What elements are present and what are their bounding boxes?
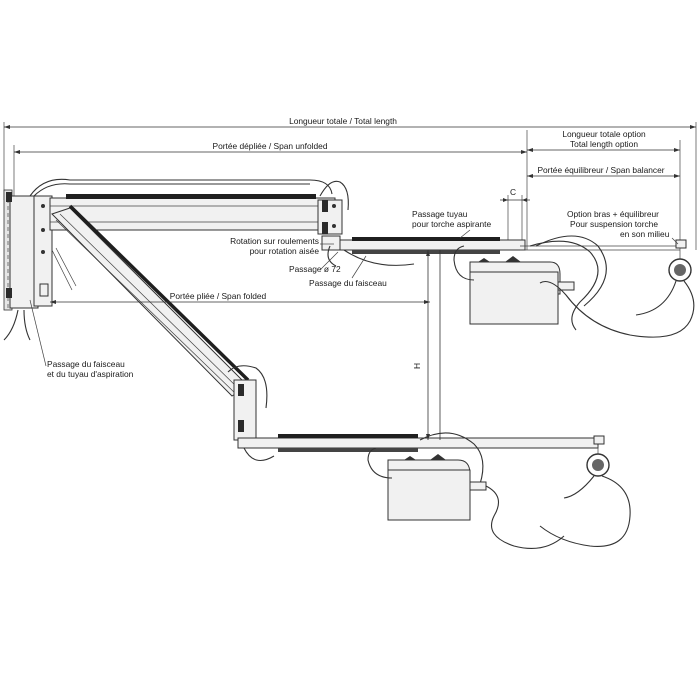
- dimension-c-label: C: [510, 187, 516, 197]
- dimension-total-length-option: [526, 130, 680, 250]
- dimension-h: [426, 250, 441, 440]
- balancer-upper: [539, 250, 695, 338]
- welding-unit-upper: [453, 235, 607, 331]
- passage-hose-label-1: Passage tuyau: [412, 209, 468, 219]
- span-unfolded-label: Portée dépliée / Span unfolded: [212, 141, 327, 151]
- option-arm-label-1: Option bras + équilibreur: [567, 209, 659, 219]
- dimension-total-length: [3, 122, 697, 250]
- balancer-lower: [539, 446, 631, 547]
- total-length-label: Longueur totale / Total length: [289, 116, 397, 126]
- dimension-h-label: H: [412, 363, 422, 369]
- dimension-span-balancer: [527, 140, 681, 250]
- welding-unit-lower: [367, 447, 565, 549]
- wall-bracket: [3, 189, 77, 341]
- rotation-label-2: pour rotation aisée: [250, 246, 320, 256]
- passage-72-label: Passage ø 72: [289, 264, 341, 274]
- option-arm-label-2: Pour suspension torche: [570, 219, 658, 229]
- passage-left-label-1: Passage du faisceau: [47, 359, 125, 369]
- span-folded-label: Portée pliée / Span folded: [170, 291, 267, 301]
- total-length-option-label-1: Longueur totale option: [562, 129, 646, 139]
- upper-arm-unfolded: [29, 178, 349, 235]
- span-balancer-label: Portée équilibreur / Span balancer: [537, 165, 664, 175]
- dimension-c: [500, 195, 530, 240]
- folded-arm-lower: [227, 365, 605, 485]
- passage-hose-label-2: pour torche aspirante: [412, 219, 491, 229]
- dimension-span-folded: [50, 300, 430, 304]
- passage-bundle-label: Passage du faisceau: [309, 278, 387, 288]
- outer-arm-unfolded: [321, 235, 687, 267]
- passage-left-label-2: et du tuyau d'aspiration: [47, 369, 134, 379]
- option-arm-label-3: en son milieu: [620, 229, 670, 239]
- dimension-span-unfolded: [13, 145, 527, 200]
- rotation-label-1: Rotation sur roulements: [230, 236, 319, 246]
- total-length-option-label-2: Total length option: [570, 139, 638, 149]
